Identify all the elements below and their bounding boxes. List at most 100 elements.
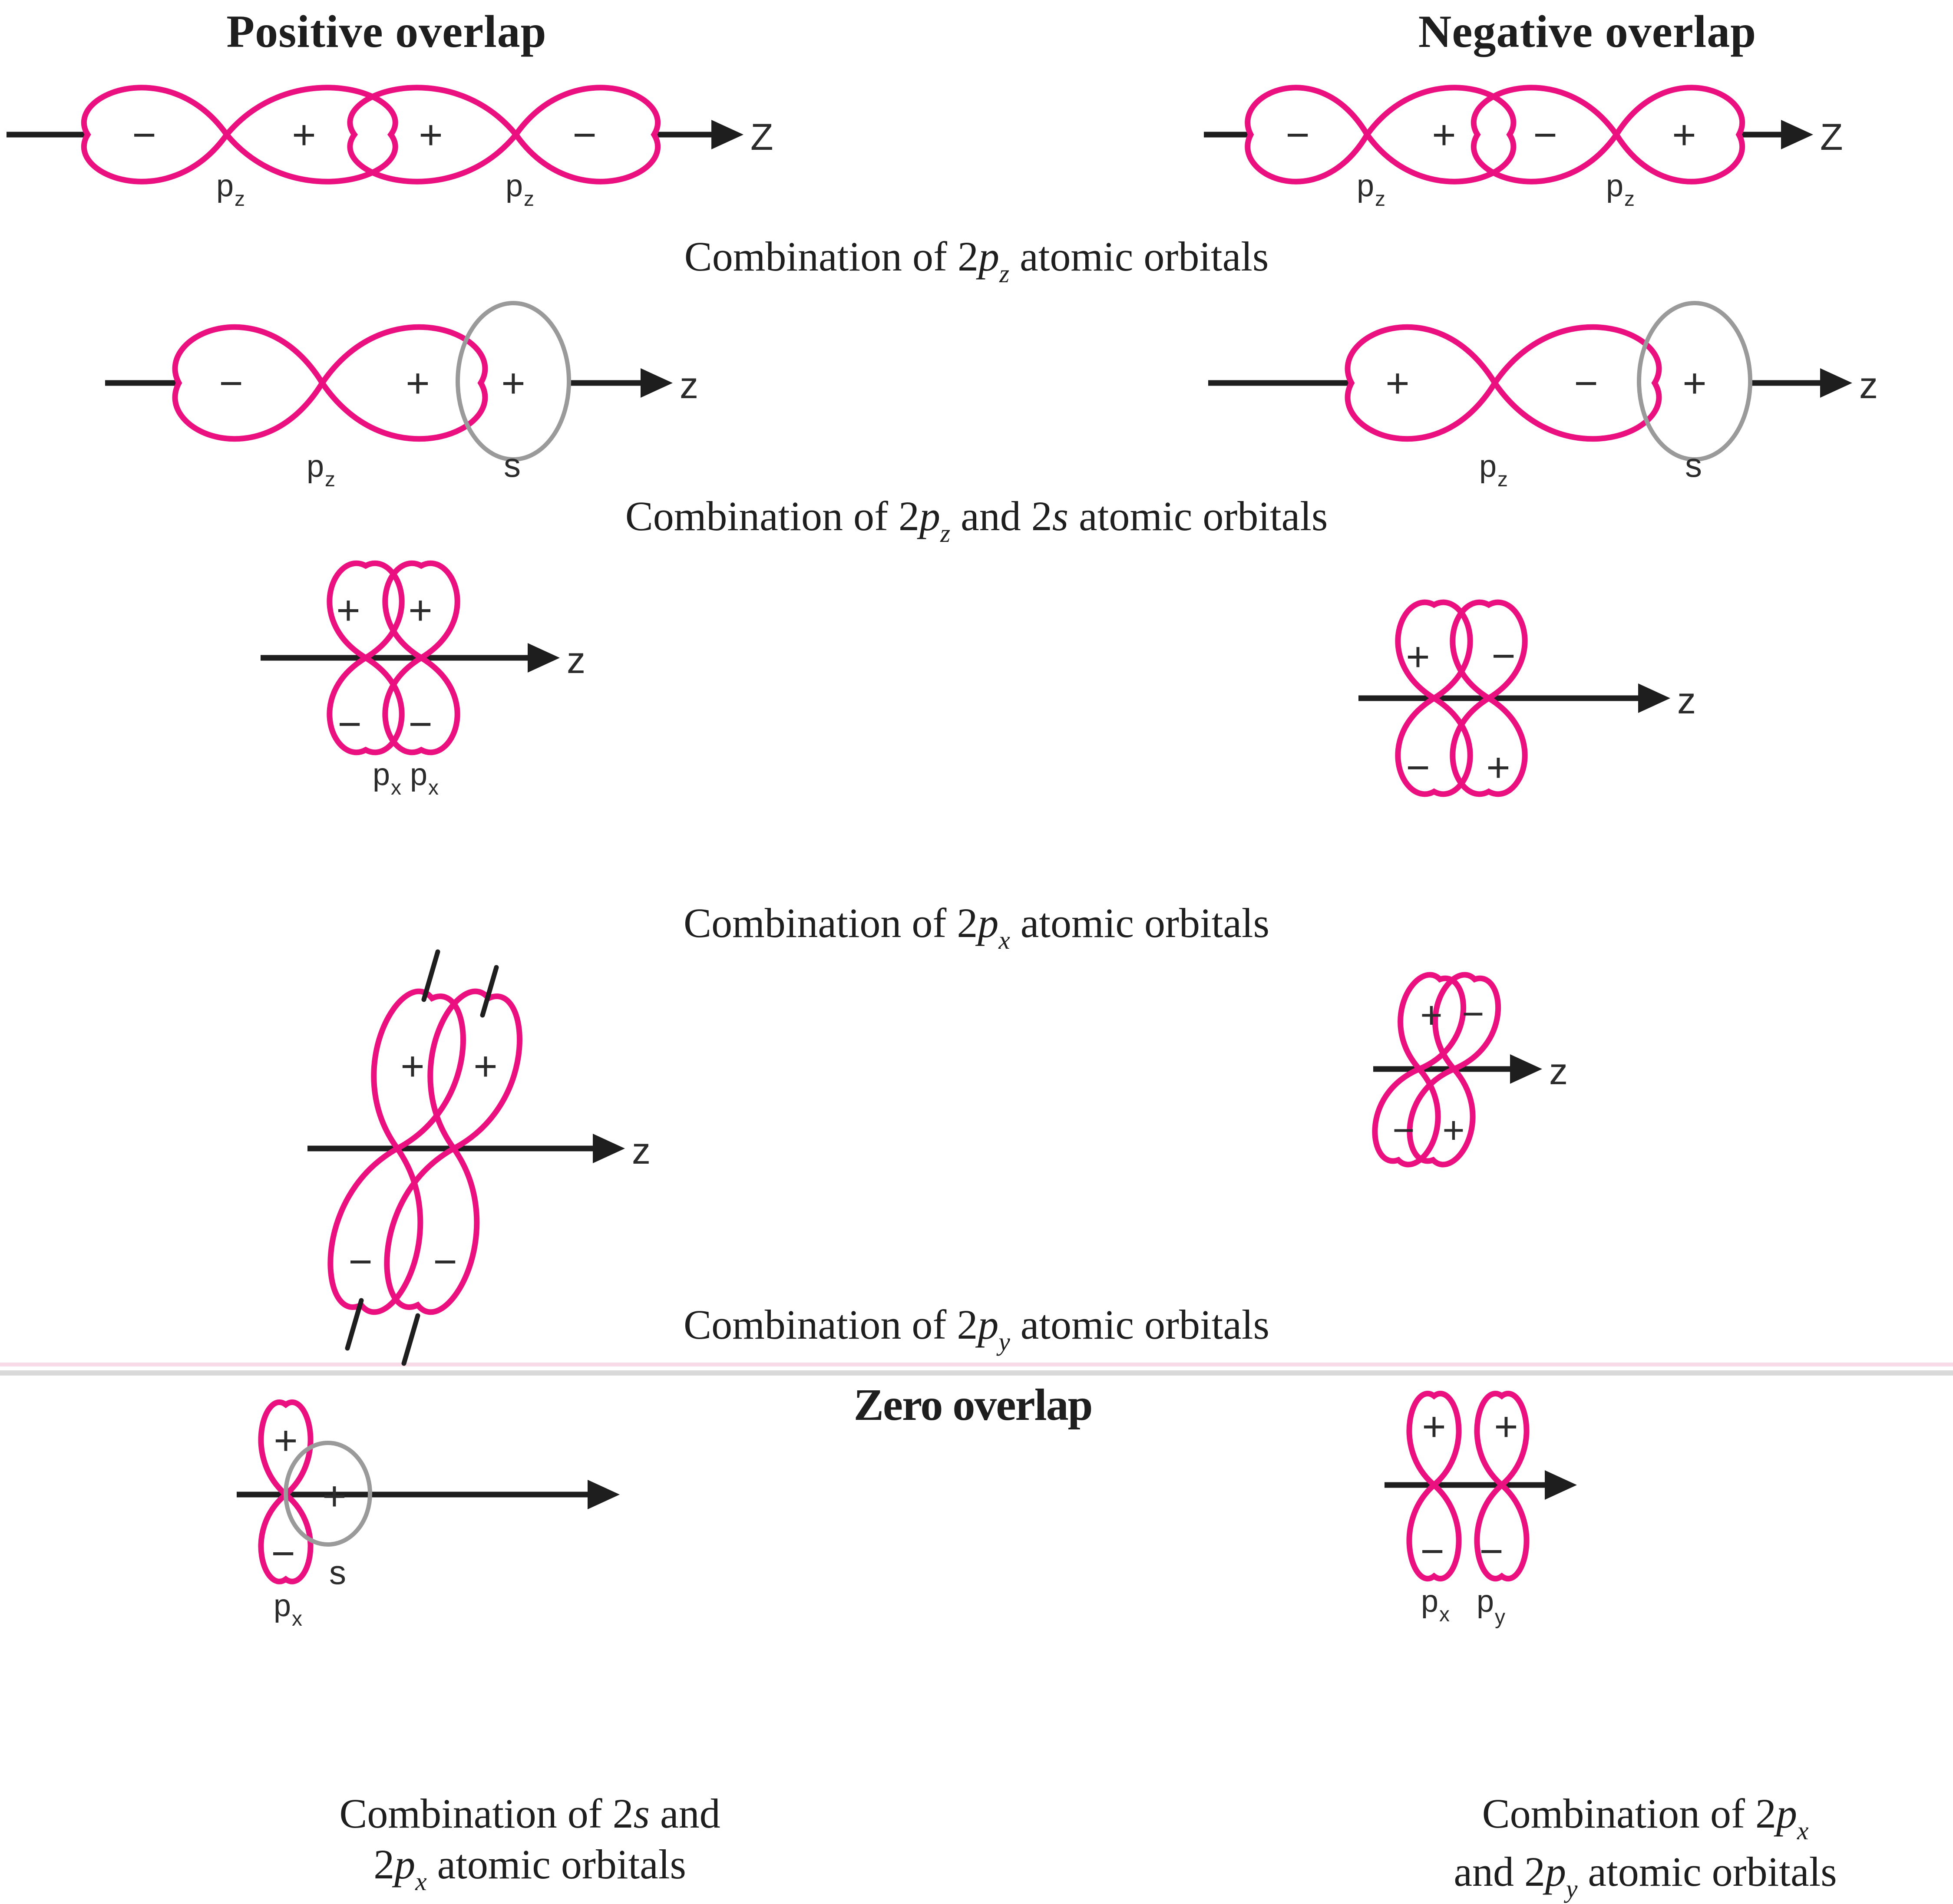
lobe-fill <box>261 1495 311 1582</box>
pz-orbital-lobe <box>223 85 398 185</box>
arrowhead-icon <box>711 120 744 149</box>
py-orbital-lobe <box>1398 972 1466 1072</box>
sign-minus: − <box>219 360 243 406</box>
z-axis-label: z <box>1677 680 1696 722</box>
caption-line: Combination of 2s and <box>182 1788 877 1839</box>
z-axis-label: z <box>632 1130 651 1172</box>
sign-plus: + <box>501 360 525 406</box>
y-axis-tick <box>421 949 440 1002</box>
px-orbital-lobe <box>327 654 405 756</box>
diagram-2pz-2s-positive: z − + + p z s <box>105 301 698 491</box>
lobe-fill <box>1409 1485 1459 1579</box>
z-axis-label: z <box>1859 365 1878 406</box>
diagram-2px-2py-zero: + + − − p x p y <box>1385 1391 1577 1629</box>
sign-plus: + <box>1420 993 1442 1036</box>
lobe-fill <box>329 658 402 752</box>
caption-2py-combination: Combination of 2py atomic orbitals <box>0 1300 1953 1357</box>
lobe-fill <box>516 87 658 182</box>
caption-segment: p <box>978 1301 999 1348</box>
diagram-2px-2px-negative: z + − − + <box>1358 599 1696 797</box>
label-px-subscript: x <box>391 776 401 799</box>
caption-segment: p <box>1776 1790 1797 1837</box>
sign-minus: − <box>1491 633 1515 679</box>
arrowhead-icon <box>1545 1470 1577 1500</box>
caption-segment: Combination of 2 <box>1482 1790 1776 1837</box>
py-orbital-lobe <box>371 988 466 1152</box>
sign-minus: − <box>1285 112 1309 158</box>
label-s: s <box>329 1553 346 1591</box>
sign-plus: + <box>400 1043 424 1089</box>
caption-segment: 2 <box>373 1841 395 1888</box>
pz-orbital-lobe <box>1491 324 1662 442</box>
lobe-fill <box>385 658 458 752</box>
label-pz: p <box>307 449 324 484</box>
px-orbital-lobe <box>1395 599 1473 702</box>
caption-segment: Combination of 2 <box>684 900 978 946</box>
arrowhead-icon <box>641 368 673 398</box>
lobe-fill <box>1477 1393 1527 1485</box>
sign-plus: + <box>1486 745 1510 791</box>
caption-segment: p <box>1545 1848 1566 1895</box>
sign-minus: − <box>1479 1528 1503 1574</box>
y-axis-tick <box>345 1298 364 1351</box>
sign-plus: + <box>1406 634 1430 680</box>
caption-2pz-2s-combination: Combination of 2pz and 2s atomic orbital… <box>0 492 1953 548</box>
pz-orbital-lobe <box>1245 85 1371 185</box>
sign-plus: + <box>1432 112 1456 158</box>
sign-minus: − <box>572 112 596 158</box>
divider-gray-line <box>0 1370 1953 1376</box>
sign-plus: + <box>408 587 432 634</box>
label-px: p <box>1421 1584 1438 1619</box>
sign-minus: − <box>348 1239 372 1285</box>
sign-minus: − <box>1392 1109 1414 1152</box>
pz-orbital-lobe <box>347 85 520 185</box>
caption-segment: s <box>633 1790 650 1837</box>
px-orbital-lobe <box>327 560 405 661</box>
sign-plus: + <box>292 112 316 158</box>
caption-segment: atomic orbitals <box>1009 233 1269 280</box>
caption-segment: and <box>650 1790 720 1837</box>
caption-segment: atomic orbitals <box>1577 1848 1837 1895</box>
diagram-2px-2px-positive: z + + − − p x p x <box>261 560 585 799</box>
caption-segment: and 2 <box>1454 1848 1545 1895</box>
pz-orbital-lobe <box>512 85 661 185</box>
s-orbital-circle <box>284 1441 372 1547</box>
caption-line: 2px atomic orbitals <box>182 1839 877 1897</box>
lobe-fill <box>84 87 227 182</box>
caption-line: and 2py atomic orbitals <box>1338 1846 1953 1904</box>
label-pz: p <box>216 168 234 203</box>
label-px: p <box>373 757 390 792</box>
s-orbital-fill <box>458 303 569 459</box>
sign-plus: + <box>1672 112 1696 158</box>
arrowhead-icon <box>1781 120 1813 149</box>
y-axis-tick <box>401 1313 420 1366</box>
sign-minus: − <box>1574 360 1598 406</box>
label-pz-subscript: z <box>1497 468 1508 491</box>
y-axis-tick <box>480 965 499 1018</box>
z-axis-label: z <box>680 365 698 406</box>
label-pz: p <box>506 168 523 203</box>
px-orbital-lobe <box>382 654 460 756</box>
caption-2px-2py-combination: Combination of 2px and 2py atomic orbita… <box>1338 1788 1953 1904</box>
s-orbital-circle <box>1637 301 1752 462</box>
sign-plus: + <box>322 1473 346 1519</box>
label-pz-subscript: z <box>1624 188 1635 211</box>
pz-orbital-lobe <box>1345 324 1498 442</box>
px-orbital-lobe <box>1406 1481 1462 1582</box>
caption-segment: p <box>978 233 999 280</box>
label-s: s <box>1685 446 1702 484</box>
sign-minus: − <box>1533 112 1557 158</box>
lobe-fill <box>385 563 458 658</box>
sign-plus: + <box>473 1043 497 1089</box>
sign-plus: + <box>274 1418 297 1464</box>
z-axis-label: Z <box>750 116 773 158</box>
caption-segment: Combination of 2 <box>625 493 919 539</box>
sign-plus: + <box>1682 360 1706 406</box>
caption-segment: atomic orbitals <box>1010 1301 1269 1348</box>
diagram-2py-2py-positive: z + + − − <box>307 949 651 1366</box>
caption-segment: p <box>978 900 999 946</box>
px-orbital-lobe <box>382 560 460 661</box>
arrowhead-icon <box>1820 368 1852 398</box>
caption-segment: atomic orbitals <box>1068 493 1328 539</box>
caption-2s-2px-combination: Combination of 2s and 2px atomic orbital… <box>182 1788 877 1897</box>
